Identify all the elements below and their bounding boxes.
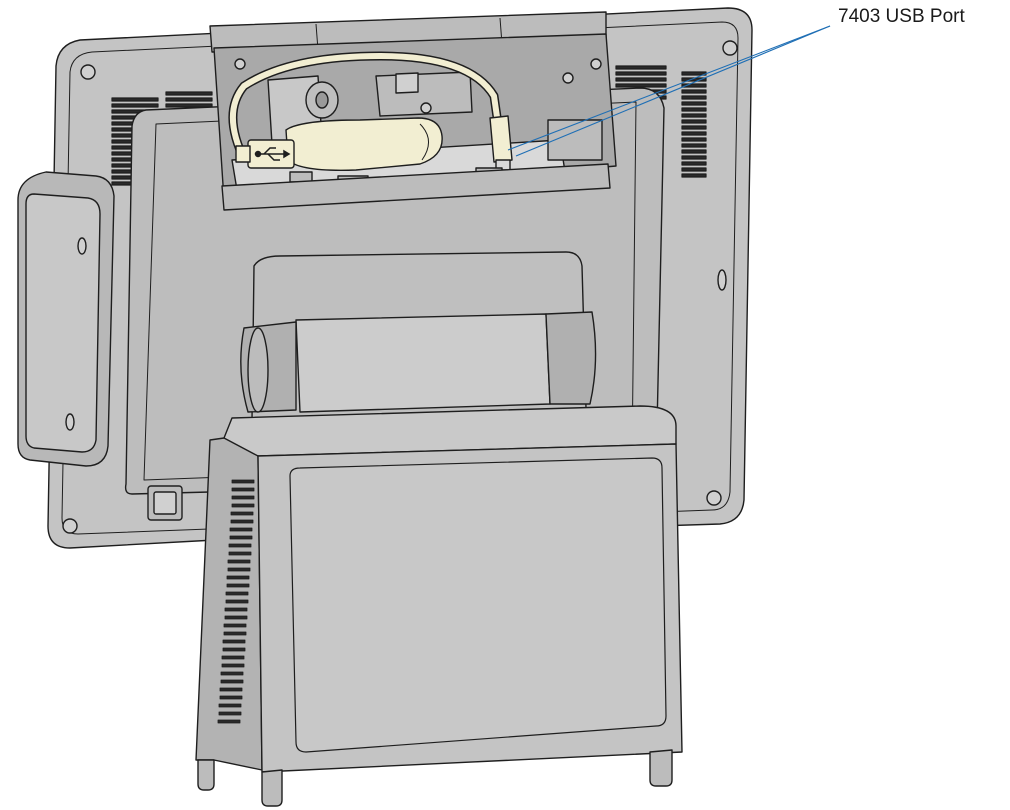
compartment-tab	[395, 72, 419, 94]
compartment-block	[547, 119, 603, 161]
compartment-screw-3	[590, 58, 602, 70]
corner-screw-top-right	[722, 40, 738, 56]
usb-dongle	[285, 117, 443, 171]
compartment-screw-2	[562, 72, 574, 84]
usb-port-callout-label: 7403 USB Port	[838, 6, 965, 27]
msr-screw-top	[77, 237, 87, 255]
callout-leader	[507, 25, 831, 157]
msr-module-face	[25, 193, 101, 453]
usb-connector	[489, 115, 513, 163]
compartment-screw-4	[420, 102, 432, 114]
corner-screw-bottom-left	[62, 518, 78, 534]
housing-inner-rim	[61, 21, 739, 535]
base-front-panel	[289, 457, 667, 753]
base-foot-right	[649, 749, 673, 787]
corner-screw-bottom-right	[706, 490, 722, 506]
msr-screw-bottom	[65, 413, 75, 431]
stand-hinge-cylinder-right	[545, 311, 597, 405]
usb-icon	[254, 147, 291, 161]
usb-cable-loop-fill	[229, 53, 501, 153]
base-side-vent	[217, 479, 255, 724]
compartment-lower-edge	[221, 163, 611, 211]
corner-screw-top-left	[80, 64, 96, 80]
base-foot-left	[261, 769, 283, 807]
base-foot-back	[197, 759, 215, 791]
compartment-screw-1	[234, 58, 246, 70]
side-latch	[717, 269, 727, 291]
stand-neck-front	[295, 313, 551, 413]
